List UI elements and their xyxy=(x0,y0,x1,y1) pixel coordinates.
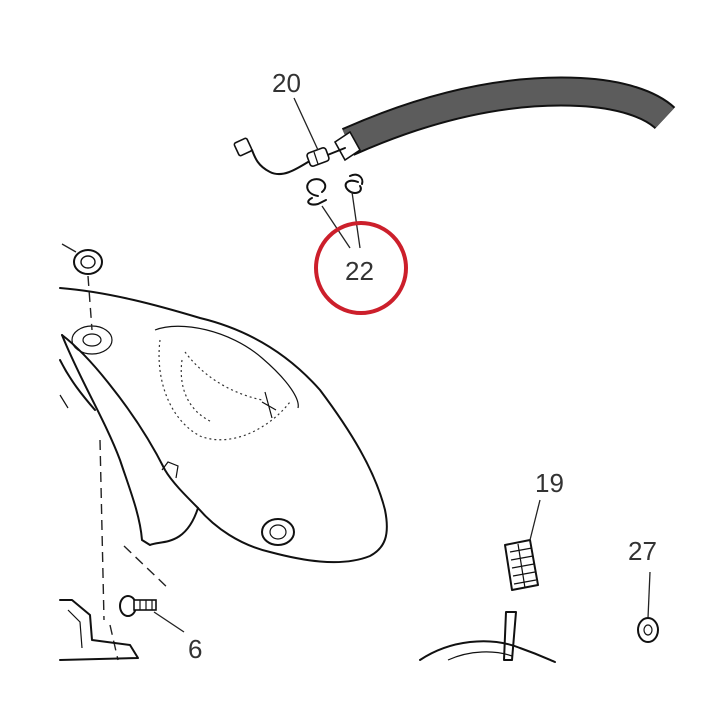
lower-bracket-detail xyxy=(67,609,83,649)
round-housing-inner xyxy=(447,651,513,661)
terminal-tip xyxy=(233,137,253,157)
fender-cover xyxy=(59,287,388,564)
screw-threads xyxy=(139,600,153,610)
callout-27-label: 27 xyxy=(628,536,657,566)
cable-sheath xyxy=(342,78,674,154)
highlight-circle xyxy=(314,221,408,315)
callout-22-leader-a xyxy=(321,205,351,249)
callout-6-leader xyxy=(153,611,185,633)
cable-ferrule xyxy=(333,130,362,162)
pad-grooves xyxy=(509,547,537,585)
fender-hidden-contour xyxy=(158,339,291,441)
assembly-axis-diagonal xyxy=(123,545,171,591)
retaining-clips xyxy=(306,173,364,206)
flange-nut xyxy=(61,243,103,331)
wire-barrel xyxy=(306,147,330,167)
pad-outline xyxy=(504,539,539,591)
callout-19-label: 19 xyxy=(535,468,564,498)
clip-left xyxy=(306,178,327,206)
screw-shank xyxy=(133,599,157,611)
bolt-part xyxy=(637,571,659,643)
nut-axis xyxy=(87,275,93,331)
grommet-inner xyxy=(269,524,287,540)
fender-tab xyxy=(161,461,179,479)
pad-side xyxy=(517,543,526,589)
lead-wire xyxy=(251,149,309,176)
callout-20-label: 20 xyxy=(272,68,301,98)
assembly-axis-vertical xyxy=(99,439,105,621)
housing-stud xyxy=(503,611,517,661)
mount-boss-outer xyxy=(71,325,113,355)
cable-assembly xyxy=(233,76,676,176)
barrel-ridge xyxy=(313,151,319,165)
screw-part xyxy=(119,595,185,633)
fender-inner-fold xyxy=(154,325,299,409)
callout-22-label: 22 xyxy=(345,256,374,286)
nut-leader-line xyxy=(61,243,77,253)
fender-hidden-contour-2 xyxy=(180,351,263,423)
mount-boss-inner xyxy=(82,333,102,347)
round-housing-edge xyxy=(419,640,556,663)
callout-19-leader xyxy=(529,499,541,541)
fender-outline xyxy=(59,287,388,564)
callout-27-leader xyxy=(647,571,651,619)
fender-rib xyxy=(261,391,277,419)
callout-20-leader xyxy=(293,97,319,151)
frame-left-edge xyxy=(59,359,96,411)
fender-lower-edge xyxy=(61,334,199,546)
callout-22-leader-b xyxy=(351,191,361,249)
grommet-outer xyxy=(261,518,295,546)
callout-6-label: 6 xyxy=(188,634,202,664)
frame-left-edge-2 xyxy=(59,394,69,409)
clip-right xyxy=(344,173,364,194)
grooved-pad xyxy=(504,499,541,591)
bolt-recess xyxy=(643,624,653,636)
lower-bracket xyxy=(59,599,139,661)
nut-hole xyxy=(80,255,96,269)
